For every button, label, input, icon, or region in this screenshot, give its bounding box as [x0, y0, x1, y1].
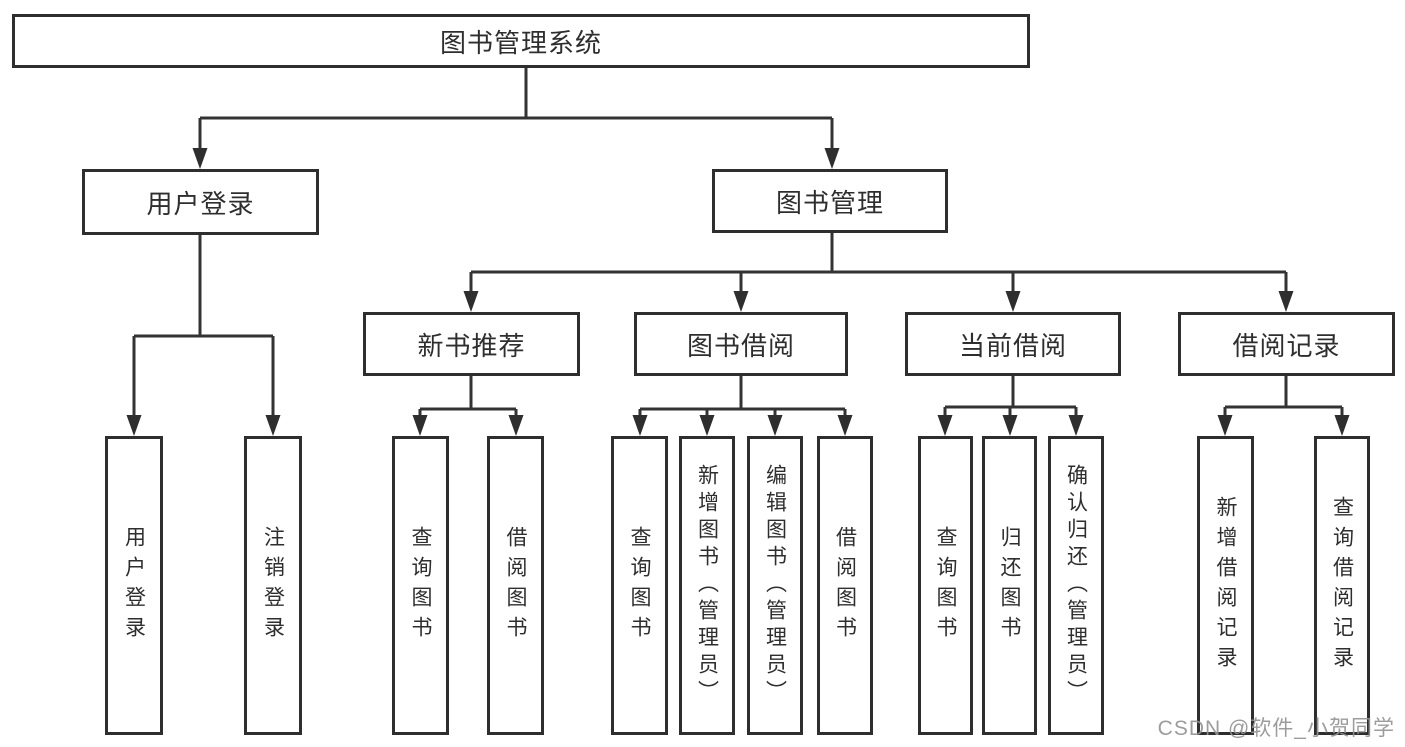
- node-system-root: 图书管理系统: [12, 14, 1030, 68]
- leaf-current-query-books: 查询图书: [918, 436, 973, 735]
- csdn-watermark: CSDN @软件_小贺同学: [1157, 717, 1395, 740]
- leaf-label: 归还图书: [998, 525, 1022, 646]
- leaf-logout: 注销登录: [244, 436, 302, 735]
- node-label: 图书借阅: [686, 330, 795, 361]
- leaf-label: 注销登录: [261, 525, 285, 646]
- leaf-add-borrow-record: 新增借阅记录: [1197, 436, 1254, 735]
- leaf-borrow-books: 借阅图书: [817, 436, 873, 735]
- leaf-return-books: 归还图书: [982, 436, 1037, 735]
- node-label: 图书管理系统: [439, 27, 602, 58]
- leaf-borrow-query-books: 查询图书: [611, 436, 668, 735]
- node-label: 图书管理: [775, 187, 884, 218]
- leaf-label: 借阅图书: [504, 525, 528, 646]
- arrowhead-icons: [126, 148, 1350, 436]
- leaf-label: 借阅图书: [833, 525, 857, 646]
- node-current-borrow: 当前借阅: [905, 312, 1121, 376]
- leaf-label: 查询图书: [409, 525, 433, 646]
- leaf-add-books-admin: 新增图书（管理员）: [679, 436, 735, 735]
- leaf-label: 用户登录: [122, 525, 146, 646]
- leaf-query-borrow-record: 查询借阅记录: [1314, 436, 1370, 735]
- leaf-label: 查询图书: [934, 525, 958, 646]
- leaf-label: 编辑图书（管理员）: [763, 464, 787, 707]
- leaf-confirm-return-admin: 确认归还（管理员）: [1048, 436, 1104, 735]
- leaf-label: 确认归还（管理员）: [1064, 464, 1088, 707]
- leaf-user-login: 用户登录: [105, 436, 163, 735]
- leaf-label: 查询借阅记录: [1330, 495, 1354, 676]
- node-user-login: 用户登录: [82, 169, 319, 235]
- leaf-rec-query-books: 查询图书: [392, 436, 449, 735]
- leaf-edit-books-admin: 编辑图书（管理员）: [747, 436, 803, 735]
- node-book-management: 图书管理: [712, 169, 948, 233]
- leaf-label: 新增图书（管理员）: [695, 464, 719, 707]
- node-label: 借阅记录: [1232, 330, 1341, 361]
- node-book-borrow: 图书借阅: [634, 312, 848, 376]
- node-borrow-records: 借阅记录: [1178, 312, 1395, 376]
- leaf-label: 新增借阅记录: [1214, 495, 1238, 676]
- node-label: 用户登录: [146, 188, 255, 219]
- node-label: 新书推荐: [417, 330, 526, 361]
- leaf-rec-borrow-books: 借阅图书: [487, 436, 544, 735]
- node-label: 当前借阅: [958, 330, 1067, 361]
- leaf-label: 查询图书: [628, 525, 652, 646]
- node-new-book-recommend: 新书推荐: [363, 312, 580, 376]
